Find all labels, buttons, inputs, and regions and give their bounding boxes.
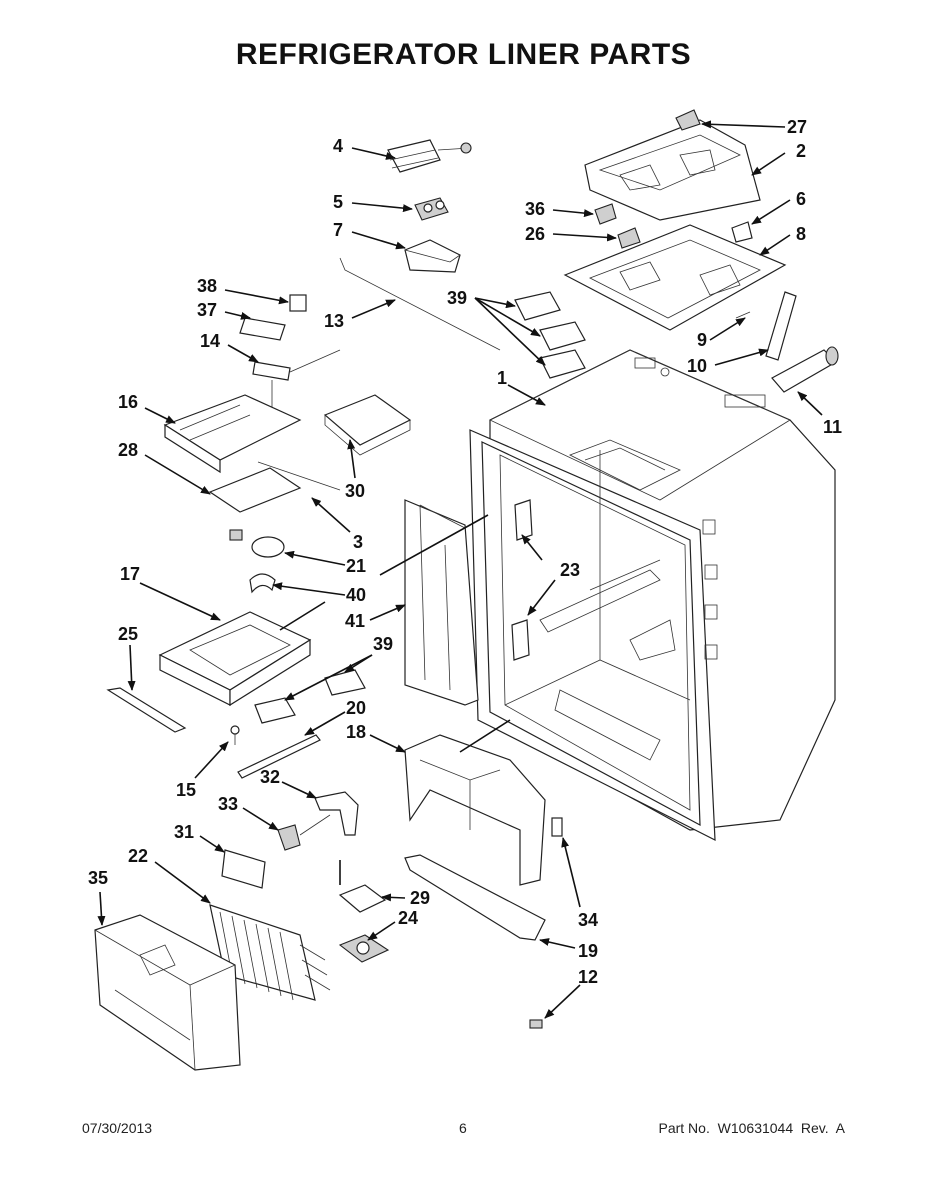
- callout-25: 25: [118, 624, 138, 644]
- light-23-lower: [511, 619, 530, 661]
- evaporator-coil: [209, 904, 331, 1001]
- callout-6: 6: [796, 189, 806, 209]
- thermistor-harness: [387, 139, 472, 173]
- gasket-38: [289, 294, 307, 312]
- callout-7: 7: [333, 220, 343, 240]
- callout-38: 38: [197, 276, 217, 296]
- clip-26: [617, 227, 641, 249]
- footer-page-number: 6: [459, 1120, 467, 1136]
- callout-27: 27: [787, 117, 807, 137]
- damper-33: [277, 814, 331, 851]
- callout-20: 20: [346, 698, 366, 718]
- callout-1: 1: [497, 368, 507, 388]
- callout-41: 41: [345, 611, 365, 631]
- callout-33: 33: [218, 794, 238, 814]
- callout-22: 22: [128, 846, 148, 866]
- callout-39-top: 39: [447, 288, 467, 308]
- callout-35: 35: [88, 868, 108, 888]
- control-cover-plate: [563, 224, 787, 331]
- connector-12: [529, 1019, 543, 1029]
- callout-34: 34: [578, 910, 598, 930]
- callout-23: 23: [560, 560, 580, 580]
- control-box: [404, 239, 461, 273]
- callout-40: 40: [346, 585, 366, 605]
- rail-25: [106, 687, 187, 733]
- callout-21: 21: [346, 556, 366, 576]
- callout-31: 31: [174, 822, 194, 842]
- rear-cover-35: [94, 914, 241, 1071]
- callout-30: 30: [345, 481, 365, 501]
- water-filter: [771, 346, 839, 393]
- callout-17: 17: [120, 564, 140, 584]
- page-title: REFRIGERATOR LINER PARTS: [235, 38, 692, 71]
- fan-motor: [229, 529, 285, 558]
- callout-10: 10: [687, 356, 707, 376]
- control-housing: [584, 119, 761, 221]
- cover-30: [323, 394, 412, 456]
- callout-19: 19: [578, 941, 598, 961]
- callout-29: 29: [410, 888, 430, 908]
- callout-11: 11: [823, 417, 842, 437]
- screw-15: [230, 725, 240, 745]
- callout-12: 12: [578, 967, 598, 987]
- thermistor-14: [252, 349, 341, 408]
- footer-date: 07/30/2013: [82, 1120, 153, 1136]
- fan-bracket: [338, 884, 387, 913]
- led-light-assemblies-bottom: [254, 669, 366, 724]
- callout-14: 14: [200, 331, 220, 351]
- callout-3: 3: [353, 532, 363, 552]
- callout-36: 36: [525, 199, 545, 219]
- callout-32: 32: [260, 767, 280, 787]
- clip-9: [735, 311, 751, 319]
- drain-tube: [339, 257, 501, 351]
- light-23-upper: [514, 499, 533, 541]
- led-light-assemblies-top: [514, 291, 586, 379]
- callout-13: 13: [324, 311, 344, 331]
- fan-blade: [338, 934, 390, 963]
- callout-2: 2: [796, 141, 806, 161]
- electronic-board-28: [208, 461, 341, 513]
- insulation-31: [221, 849, 266, 889]
- heater-20: [237, 734, 321, 779]
- callout-15: 15: [176, 780, 196, 800]
- callout-37: 37: [197, 300, 217, 320]
- lamp-socket: [731, 221, 753, 243]
- bracket-32: [314, 791, 359, 836]
- clip-34: [551, 817, 563, 837]
- callout-26: 26: [525, 224, 545, 244]
- bracket-36: [594, 203, 617, 225]
- callout-labels: 4 5 7 13 27 2 6 8 36 26 39 9 10 11 1 38 …: [88, 117, 842, 987]
- leader-lines: [97, 120, 823, 1019]
- callout-16: 16: [118, 392, 138, 412]
- water-valve: [414, 197, 449, 221]
- callout-5: 5: [333, 192, 343, 212]
- callout-4: 4: [333, 136, 343, 156]
- air-tower-41: [404, 499, 479, 706]
- refrigerator-liner: [469, 349, 836, 842]
- footer-part-number: Part No. W10631044 Rev. A: [658, 1120, 845, 1136]
- control-board: [163, 394, 302, 474]
- led-light-strip: [765, 291, 797, 361]
- gasket-37: [239, 317, 286, 341]
- callout-24: 24: [398, 908, 418, 928]
- shroud-40: [249, 573, 276, 594]
- callout-9: 9: [697, 330, 707, 350]
- air-duct: [404, 734, 546, 886]
- callout-18: 18: [346, 722, 366, 742]
- callout-39-bottom: 39: [373, 634, 393, 654]
- callout-28: 28: [118, 440, 138, 460]
- shield-bracket: [675, 109, 701, 131]
- callout-8: 8: [796, 224, 806, 244]
- drain-pan: [404, 854, 546, 941]
- evaporator-cover: [158, 611, 312, 707]
